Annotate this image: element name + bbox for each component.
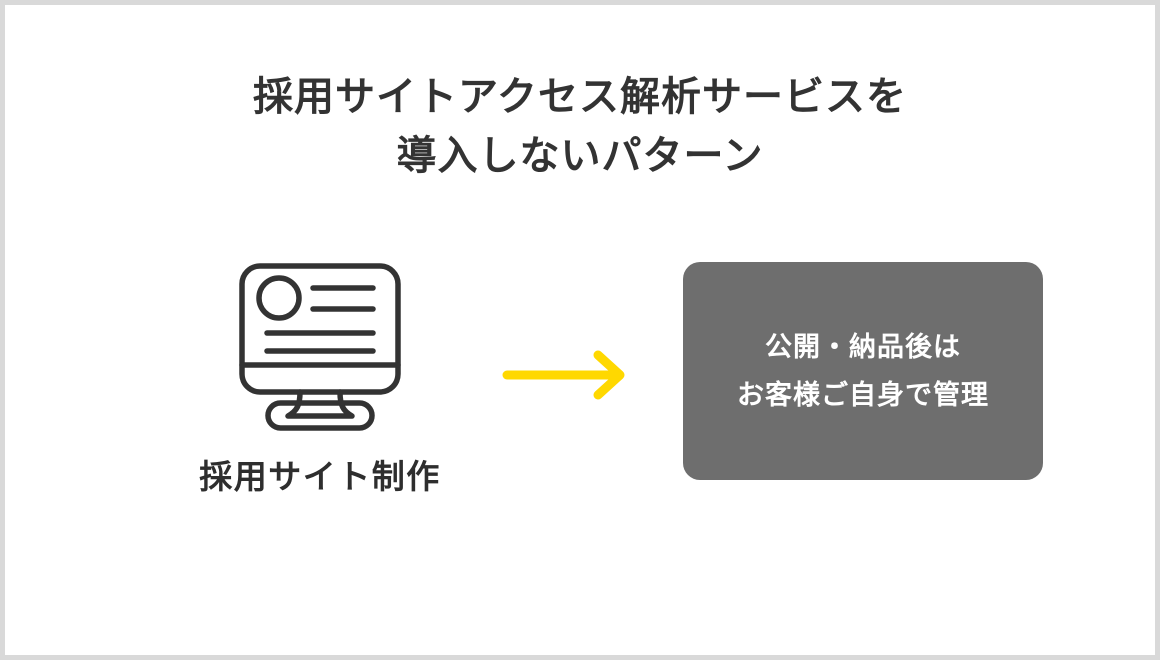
slide-canvas: 採用サイトアクセス解析サービスを 導入しないパターン xyxy=(5,5,1155,655)
result-line-1: 公開・納品後は xyxy=(765,332,961,362)
source-label: 採用サイト制作 xyxy=(199,458,441,495)
title-line-2: 導入しないパターン xyxy=(396,134,764,178)
source-stage: 採用サイト制作 xyxy=(145,253,495,497)
desktop-monitor-icon xyxy=(239,263,401,431)
result-line-2: お客様ご自身で管理 xyxy=(737,380,989,410)
page-title: 採用サイトアクセス解析サービスを 導入しないパターン xyxy=(5,68,1155,186)
title-line-1: 採用サイトアクセス解析サービスを xyxy=(253,75,907,119)
right-arrow-icon xyxy=(502,350,625,400)
result-box: 公開・納品後は お客様ご自身で管理 xyxy=(683,262,1043,480)
